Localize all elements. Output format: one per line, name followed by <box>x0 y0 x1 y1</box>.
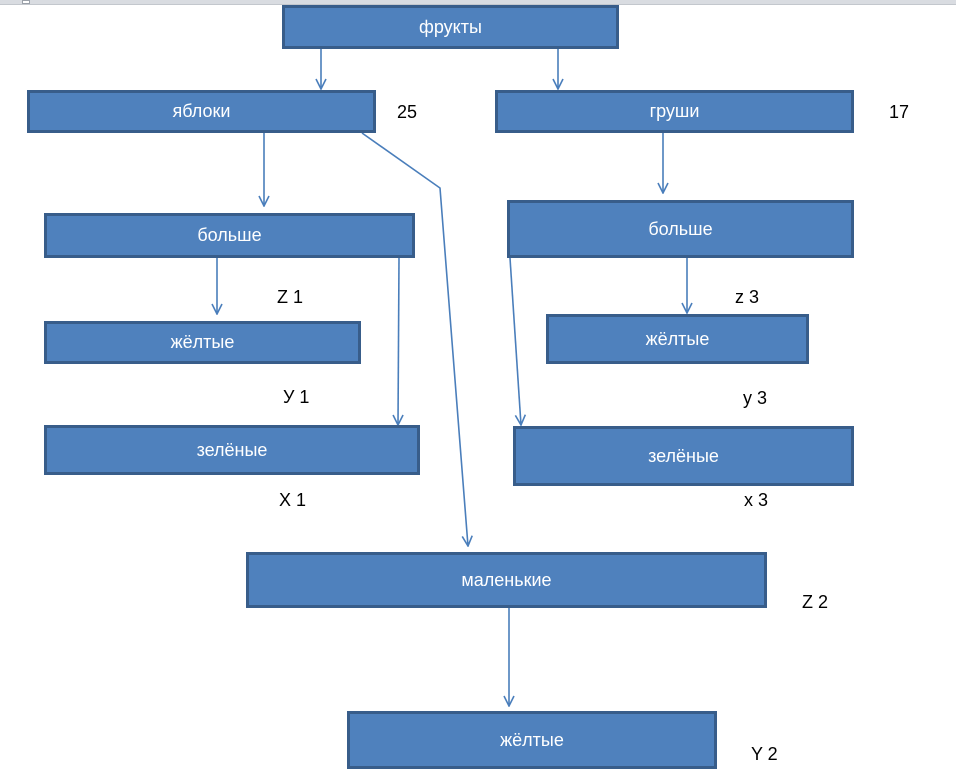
arrow-pears-big-to-green <box>509 257 521 425</box>
node-pears-big-green: зелёные <box>513 426 854 486</box>
z3-label: z 3 <box>735 287 760 307</box>
arrow-apples-big-to-green <box>398 257 399 425</box>
ruler-strip <box>0 0 956 5</box>
ruler-marker <box>22 0 30 4</box>
y1-label: У 1 <box>283 387 310 407</box>
node-fruits: фрукты <box>282 5 619 49</box>
node-apples-big-yellow: жёлтые <box>44 321 361 364</box>
node-pears-big: больше <box>507 200 854 258</box>
z1-label: Z 1 <box>277 287 304 307</box>
node-small-yellow: жёлтые <box>347 711 717 769</box>
node-apples-big-green: зелёные <box>44 425 420 475</box>
apples-count-label: 25 <box>397 102 418 122</box>
x3-label: x 3 <box>744 490 769 510</box>
node-apples: яблоки <box>27 90 376 133</box>
pears-count-label: 17 <box>889 102 910 122</box>
node-pears-big-yellow: жёлтые <box>546 314 809 364</box>
arrow-apples-to-small <box>361 132 468 546</box>
x1-label: Х 1 <box>279 490 307 510</box>
y3-label: y 3 <box>743 388 768 408</box>
node-small: маленькие <box>246 552 767 608</box>
node-pears: груши <box>495 90 854 133</box>
node-apples-big: больше <box>44 213 415 258</box>
y2-label: Y 2 <box>751 744 778 764</box>
z2-label: Z 2 <box>802 592 829 612</box>
